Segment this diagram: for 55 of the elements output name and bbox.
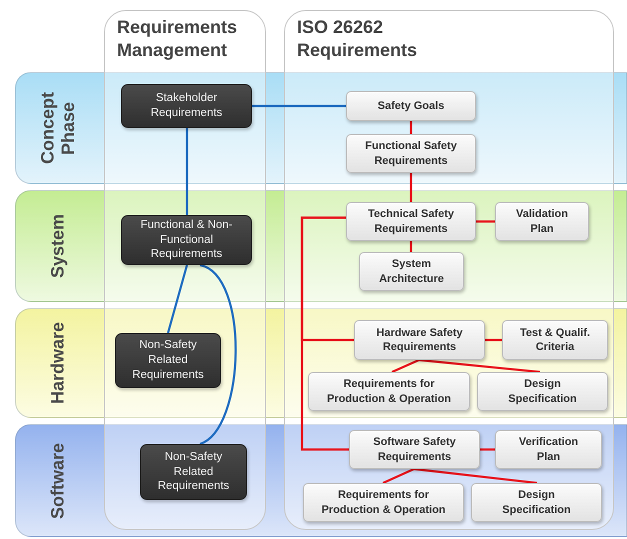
lane-label: Hardware — [48, 322, 68, 404]
connector-line — [485, 338, 502, 342]
connector-line — [392, 359, 420, 373]
connector-line — [414, 468, 538, 484]
process-box — [346, 134, 476, 173]
connector-line — [418, 358, 540, 374]
connector-line — [186, 128, 188, 215]
requirement-box — [121, 215, 252, 265]
connector-line — [166, 264, 188, 334]
box-label: Functional Safety Requirements — [364, 139, 458, 168]
lane-label: System — [48, 214, 68, 278]
box-label: Stakeholder Requirements — [150, 91, 224, 121]
process-box — [471, 483, 602, 522]
process-box — [359, 252, 464, 291]
process-box — [354, 320, 485, 360]
connector-line — [410, 121, 412, 134]
lane-label: Concept Phase — [37, 92, 79, 164]
process-box — [346, 202, 476, 241]
process-box — [346, 91, 476, 121]
process-box — [495, 202, 589, 241]
process-box — [349, 430, 480, 469]
box-label: Validation Plan — [515, 207, 569, 236]
column-heading: ISO 26262 Requirements — [297, 16, 418, 61]
connector-line — [300, 216, 349, 451]
connector-line — [476, 220, 495, 223]
box-label: Requirements for Production & Operation — [326, 377, 452, 406]
connector-line — [382, 468, 414, 484]
requirement-box — [140, 444, 247, 500]
box-label: Non-Safety Related Requirements — [131, 338, 205, 383]
box-label: Test & Qualif. Criteria — [518, 326, 592, 354]
box-label: Functional & Non-Functional Requirements — [139, 218, 234, 262]
lane-label: Software — [48, 442, 68, 519]
connector-line — [480, 448, 495, 451]
process-box — [303, 483, 464, 522]
box-label: Design Specification — [507, 377, 578, 406]
box-label: Verification Plan — [518, 435, 580, 464]
connector-line — [199, 264, 237, 445]
box-label: Safety Goals — [378, 98, 444, 114]
box-label: Software Safety Requirements — [372, 435, 457, 464]
process-box — [502, 320, 608, 360]
box-label: System Architecture — [378, 257, 445, 286]
process-box — [308, 372, 470, 411]
requirement-box — [121, 84, 252, 128]
process-box — [495, 430, 602, 469]
connector-line — [252, 104, 346, 108]
requirement-box — [115, 333, 221, 388]
column-heading: Requirements Management — [117, 16, 238, 61]
connector-line — [410, 241, 412, 252]
box-label: Hardware Safety Requirements — [375, 326, 464, 354]
box-label: Requirements for Production & Operation — [320, 488, 447, 517]
process-box — [477, 372, 608, 411]
box-label: Technical Safety Requirements — [367, 207, 455, 236]
connector-line — [410, 173, 412, 202]
box-label: Non-Safety Related Requirements — [156, 450, 230, 494]
box-label: Design Specification — [501, 488, 572, 517]
